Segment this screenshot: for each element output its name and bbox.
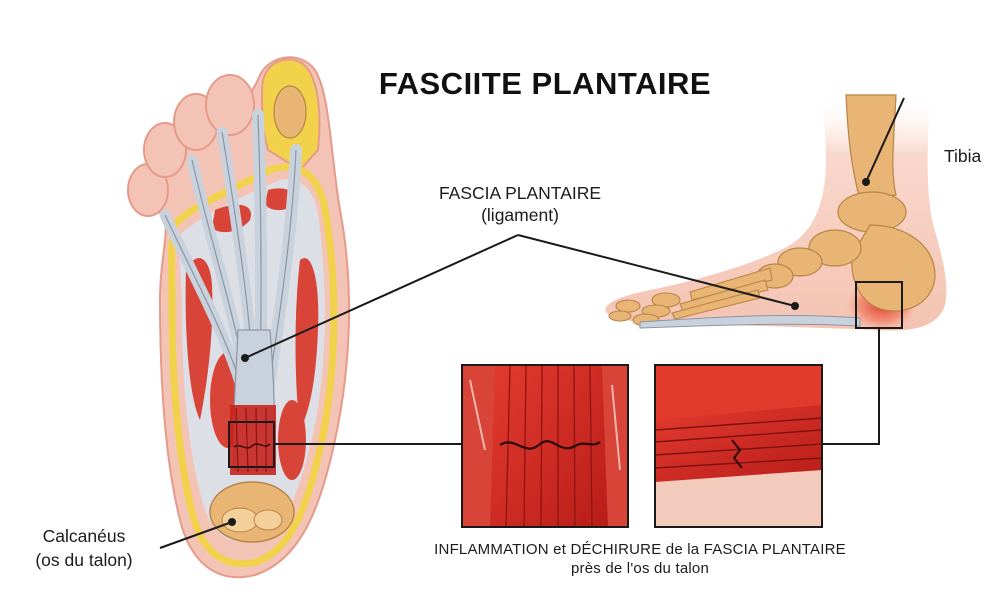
metatarsals xyxy=(608,267,773,327)
fascia-label-note: (ligament) xyxy=(481,205,559,225)
muscle-bellies xyxy=(185,188,319,480)
calcaneus-label-note: (os du talon) xyxy=(35,550,133,570)
inflamed-fibers xyxy=(235,407,267,473)
fascia-label: FASCIA PLANTAIRE (ligament) xyxy=(400,182,640,226)
fascia-label-name: FASCIA PLANTAIRE xyxy=(438,183,602,203)
toes xyxy=(127,74,255,217)
detail-panel-plantar xyxy=(462,365,628,527)
side-fascia-strip xyxy=(639,314,861,329)
big-toe-bone xyxy=(273,85,307,139)
leader-lines xyxy=(159,97,905,549)
caption-line-2: près de l'os du talon xyxy=(571,560,709,577)
tibia-label: Tibia xyxy=(944,146,982,166)
tear-detail-illustration xyxy=(461,364,823,528)
detail-panel-heel-frame xyxy=(654,364,823,528)
calcaneus-bone xyxy=(209,481,295,543)
leader-dots xyxy=(228,178,870,526)
side-foot-skeleton xyxy=(605,94,947,333)
plantar-foot-illustration xyxy=(127,56,351,579)
detail-panel-heel xyxy=(655,365,822,527)
detail-caption: INFLAMMATION et DÉCHIRURE de la FASCIA P… xyxy=(380,540,900,578)
page-title: FASCIITE PLANTAIRE xyxy=(378,66,712,101)
tear-mark-sole xyxy=(233,443,271,449)
calcaneus-label: Calcanéus (os du talon) xyxy=(4,524,164,572)
tibia-bone xyxy=(845,94,897,201)
detail-panel-plantar-frame xyxy=(461,364,629,528)
caption-line-1: INFLAMMATION et DÉCHIRURE de la FASCIA P… xyxy=(434,541,846,558)
calcaneus-label-name: Calcanéus xyxy=(42,526,126,546)
